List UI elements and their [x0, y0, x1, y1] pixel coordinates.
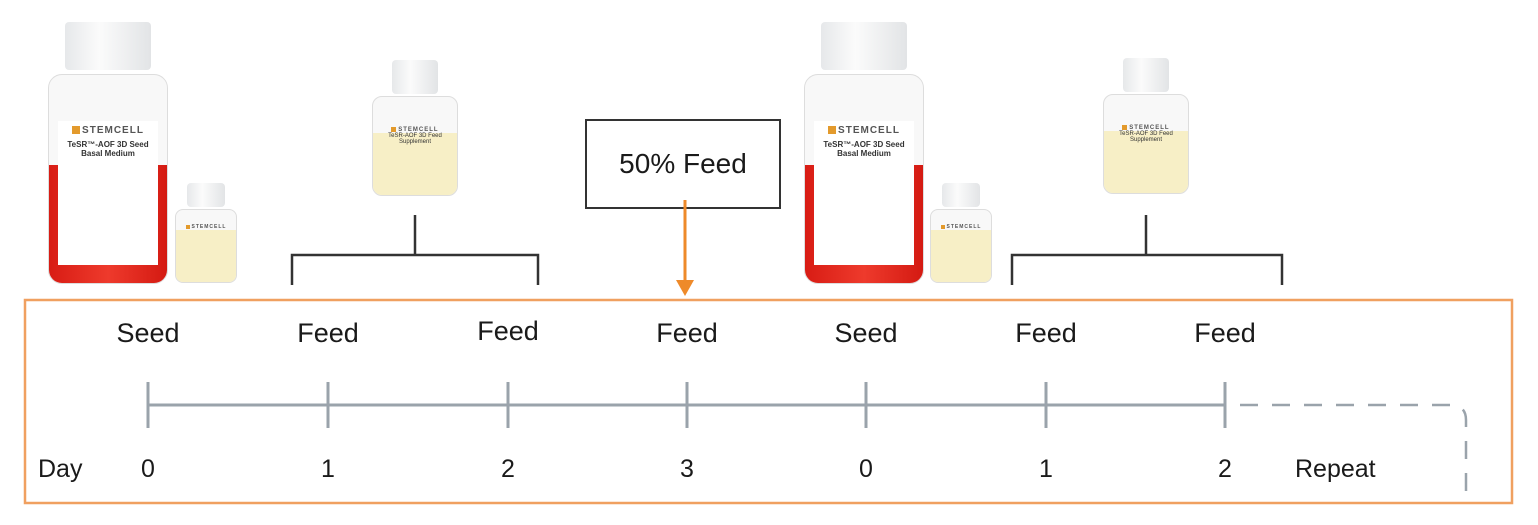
callout-box [585, 119, 781, 209]
brand-logo: STEMCELL [380, 127, 451, 133]
repeat-dashed-line [1240, 403, 1468, 496]
day-value: 1 [321, 455, 335, 483]
basal-medium-bottle-1: STEMCELL TeSR™-AOF 3D Seed Basal Medium [48, 22, 168, 284]
event-label: Seed [116, 318, 180, 348]
brand-logo: STEMCELL [58, 125, 157, 136]
timeline-ticks [146, 382, 1227, 428]
basal-medium-bottle-2: STEMCELL TeSR™-AOF 3D Seed Basal Medium [804, 22, 924, 284]
brand-logo: STEMCELL [936, 224, 986, 230]
day-value: 0 [141, 455, 155, 483]
schedule-frame [23, 298, 1514, 505]
day-value: 2 [1218, 455, 1232, 483]
brand-logo: STEMCELL [181, 224, 231, 230]
day-value: 2 [501, 455, 515, 483]
brand-logo: STEMCELL [1111, 125, 1182, 131]
event-label: Seed [834, 318, 898, 348]
product-name: TeSR-AOF 3D Feed Supplement [1119, 131, 1173, 143]
day-value: 0 [859, 455, 873, 483]
arrow-head-icon [676, 280, 694, 296]
feed-bracket-1 [290, 215, 540, 285]
product-name: TeSR™-AOF 3D Seed Basal Medium [67, 140, 149, 158]
feed-bracket-2 [1010, 215, 1284, 285]
day-axis-label: Day [38, 455, 83, 483]
day-value: 1 [1039, 455, 1053, 483]
event-label: Feed [297, 318, 359, 348]
day-value: 3 [680, 455, 694, 483]
repeat-label: Repeat [1295, 455, 1376, 483]
product-name: TeSR-AOF 3D Feed Supplement [388, 133, 442, 145]
callout-text: 50% Feed [619, 148, 747, 179]
feed-supplement-bottle-2: STEMCELL TeSR-AOF 3D Feed Supplement [1103, 58, 1189, 196]
event-label: Feed [1194, 318, 1256, 348]
feed-supplement-bottle-1: STEMCELL TeSR-AOF 3D Feed Supplement [372, 60, 458, 196]
event-label: Feed [477, 316, 539, 346]
supplement-vial-2: STEMCELL [930, 183, 992, 283]
product-name: TeSR™-AOF 3D Seed Basal Medium [823, 140, 905, 158]
event-label: Feed [1015, 318, 1077, 348]
event-label: Feed [656, 318, 718, 348]
brand-logo: STEMCELL [814, 125, 913, 136]
supplement-vial-1: STEMCELL [175, 183, 237, 283]
